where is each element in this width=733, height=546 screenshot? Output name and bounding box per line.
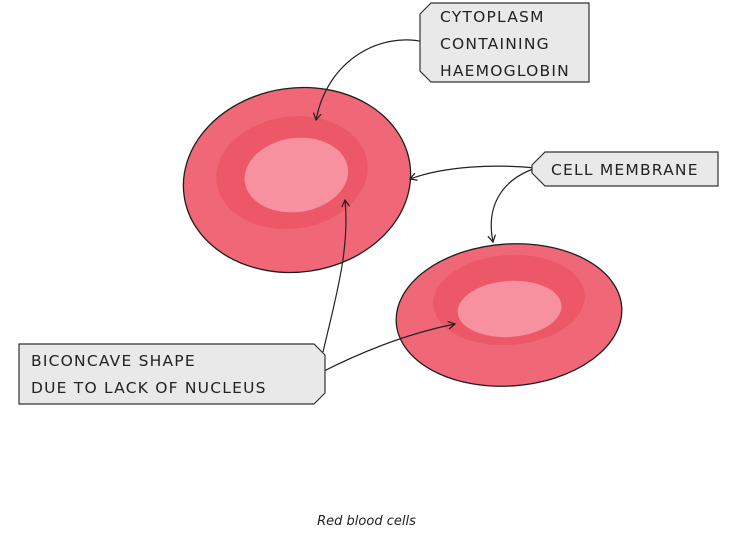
tag-text-line: CYTOPLASM xyxy=(440,8,545,26)
arrow-membrane-lower xyxy=(487,167,537,244)
tag-shape xyxy=(18,343,326,405)
tag-text-line: BICONCAVE SHAPE xyxy=(31,352,196,370)
tag-shape xyxy=(531,151,719,187)
label-tag-cell-membrane: CELL MEMBRANE xyxy=(531,151,719,187)
figure-caption: Red blood cells xyxy=(317,514,416,529)
tag-text-line: HAEMOGLOBIN xyxy=(440,62,570,80)
cell-pale-centre xyxy=(457,280,562,338)
red-blood-cell-upper xyxy=(182,86,412,274)
label-tag-cytoplasm: CYTOPLASM CONTAINING HAEMOGLOBIN xyxy=(419,2,590,83)
tag-text-line: CELL MEMBRANE xyxy=(551,161,699,179)
arrow-membrane-upper xyxy=(408,165,537,181)
arrow-cytoplasm xyxy=(313,39,425,122)
tag-text-line: DUE TO LACK OF NUCLEUS xyxy=(31,379,267,397)
cell-pale-centre xyxy=(244,137,349,213)
arrow-biconcave-lower xyxy=(319,321,457,374)
label-tag-biconcave-shape: BICONCAVE SHAPE DUE TO LACK OF NUCLEUS xyxy=(18,343,326,405)
red-blood-cell-lower xyxy=(395,243,623,387)
arrow-biconcave-upper xyxy=(322,198,350,353)
tag-shape xyxy=(419,2,590,83)
tag-text-line: CONTAINING xyxy=(440,35,550,53)
